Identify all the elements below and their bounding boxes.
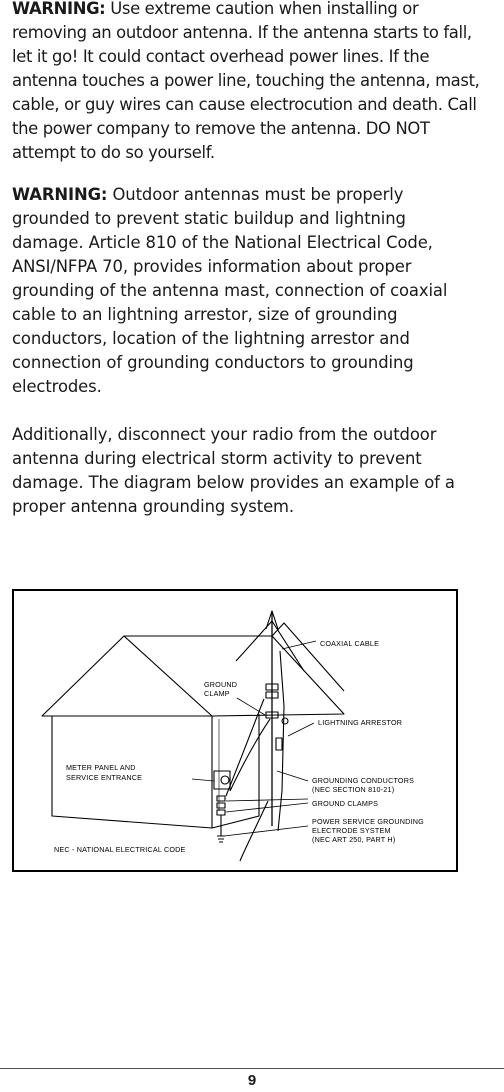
label-power-service: POWER SERVICE GROUNDING <box>312 817 424 826</box>
warning-paragraph-2: WARNING: Outdoor antennas must be proper… <box>12 183 482 399</box>
label-meter-panel: METER PANEL AND <box>66 763 136 772</box>
label-nec-art: (NEC ART 250, PART H) <box>312 835 395 844</box>
footer-divider <box>0 1068 504 1069</box>
warning-label: WARNING: <box>12 0 106 18</box>
label-ground-clamp: CLAMP <box>204 689 230 698</box>
additional-paragraph: Additionally, disconnect your radio from… <box>12 425 455 516</box>
label-lightning-arrestor: LIGHTNING ARRESTOR <box>318 718 402 727</box>
house-roof-gable <box>41 635 213 717</box>
warning-text: Use extreme caution when installing or r… <box>12 0 480 162</box>
label-nec-section: (NEC SECTION 810-21) <box>312 785 394 794</box>
label-ground-clamp: GROUND <box>204 680 237 689</box>
house-side-wall <box>211 714 260 829</box>
warning-label: WARNING: <box>12 185 108 204</box>
label-grounding-conductors: GROUNDING CONDUCTORS <box>312 776 414 785</box>
meter-panel-box <box>213 770 231 790</box>
warning-text: Outdoor antennas must be properly ground… <box>12 185 448 396</box>
label-electrode-system: ELECTRODE SYSTEM <box>312 826 391 835</box>
coaxial-cable-line <box>277 650 285 832</box>
label-service-entrance: SERVICE ENTRANCE <box>66 773 142 782</box>
house-roof-slope <box>124 635 345 717</box>
house-front-wall <box>51 716 213 829</box>
antenna-grounding-diagram: COAXIAL CABLE GROUND CLAMP LIGHTNING ARR… <box>12 589 458 872</box>
warning-paragraph-1: WARNING: Use extreme caution when instal… <box>12 0 482 165</box>
lightning-arrestor-box <box>275 737 283 751</box>
grounding-diagram-illustration: COAXIAL CABLE GROUND CLAMP LIGHTNING ARR… <box>41 610 424 862</box>
label-ground-clamps: GROUND CLAMPS <box>312 799 378 808</box>
label-coaxial-cable: COAXIAL CABLE <box>320 639 379 648</box>
page-number: 9 <box>247 1072 257 1089</box>
label-nec-definition: NEC - NATIONAL ELECTRICAL CODE <box>54 845 186 854</box>
